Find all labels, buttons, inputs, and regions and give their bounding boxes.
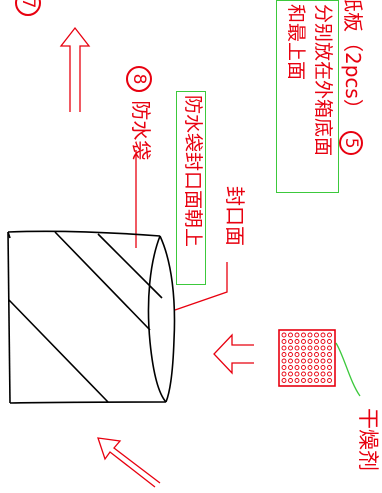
desiccant-pack: [278, 329, 336, 387]
desiccant-dot: [288, 378, 293, 383]
desiccant-dot: [327, 345, 332, 351]
desiccant-dot: [307, 352, 313, 357]
desiccant-dot: [307, 358, 313, 364]
desiccant-dot: [307, 332, 313, 338]
desiccant-dot: [314, 378, 319, 383]
desiccant-dot: [320, 332, 326, 338]
desiccant-dot: [281, 365, 287, 370]
desiccant-dot: [320, 371, 326, 377]
desiccant-dot: [314, 365, 319, 370]
desiccant-dot: [327, 371, 332, 377]
desiccant-dot: [314, 352, 319, 357]
desiccant-dot: [327, 339, 332, 344]
desiccant-dot: [301, 378, 306, 383]
desiccant-dot: [294, 378, 300, 383]
desiccant-dot: [281, 378, 287, 383]
desiccant-dot: [294, 371, 300, 377]
desiccant-dot: [314, 358, 319, 364]
desiccant-dot: [327, 358, 332, 364]
desiccant-dot: [320, 339, 326, 344]
desiccant-dot: [288, 339, 293, 344]
desiccant-dot: [301, 339, 306, 344]
desiccant-dot: [327, 332, 332, 338]
desiccant-dot: [314, 332, 319, 338]
desiccant-dot: [327, 365, 332, 370]
desiccant-dot: [301, 352, 306, 357]
desiccant-dot: [320, 352, 326, 357]
desiccant-dot: [320, 365, 326, 370]
desiccant-dot: [301, 332, 306, 338]
desiccant-dot: [288, 345, 293, 351]
desiccant-dot: [294, 365, 300, 370]
desiccant-dot: [281, 352, 287, 357]
desiccant-dot: [307, 345, 313, 351]
desiccant-dot: [281, 371, 287, 377]
desiccant-dot: [301, 345, 306, 351]
desiccant-dot: [294, 345, 300, 351]
desiccant-dot: [314, 345, 319, 351]
desiccant-dot: [288, 365, 293, 370]
desiccant-dot: [294, 332, 300, 338]
desiccant-dot: [320, 358, 326, 364]
waterproof-bag: [7, 230, 176, 404]
desiccant-dot: [320, 345, 326, 351]
left-arrow: [213, 333, 254, 375]
desiccant-dot: [281, 358, 287, 364]
desiccant-dot: [294, 339, 300, 344]
desiccant-dot: [288, 352, 293, 357]
diagonal-arrow: [97, 437, 161, 488]
desiccant-dot: [327, 352, 332, 357]
desiccant-dot: [307, 378, 313, 383]
desiccant-dot: [281, 345, 287, 351]
up-arrow: [59, 26, 91, 112]
desiccant-dot: [307, 339, 313, 344]
desiccant-dot: [281, 339, 287, 344]
desiccant-dot: [301, 365, 306, 370]
desiccant-dot: [301, 358, 306, 364]
desiccant-dot: [288, 371, 293, 377]
seal-leader-line: [174, 262, 228, 311]
seal-note-green-box: [176, 91, 206, 285]
desiccant-dot: [307, 371, 313, 377]
desiccant-dot: [327, 378, 332, 383]
desiccant-dot: [314, 371, 319, 377]
desiccant-dot: [301, 371, 306, 377]
desiccant-leader-line: [335, 342, 361, 397]
desiccant-dot: [288, 332, 293, 338]
top-note-green-box: [276, 0, 339, 193]
desiccant-dot: [314, 339, 319, 344]
desiccant-dot: [294, 358, 300, 364]
desiccant-dot: [294, 352, 300, 357]
desiccant-dot: [288, 358, 293, 364]
desiccant-dot: [281, 332, 287, 338]
desiccant-dot: [307, 365, 313, 370]
desiccant-dot: [320, 378, 326, 383]
